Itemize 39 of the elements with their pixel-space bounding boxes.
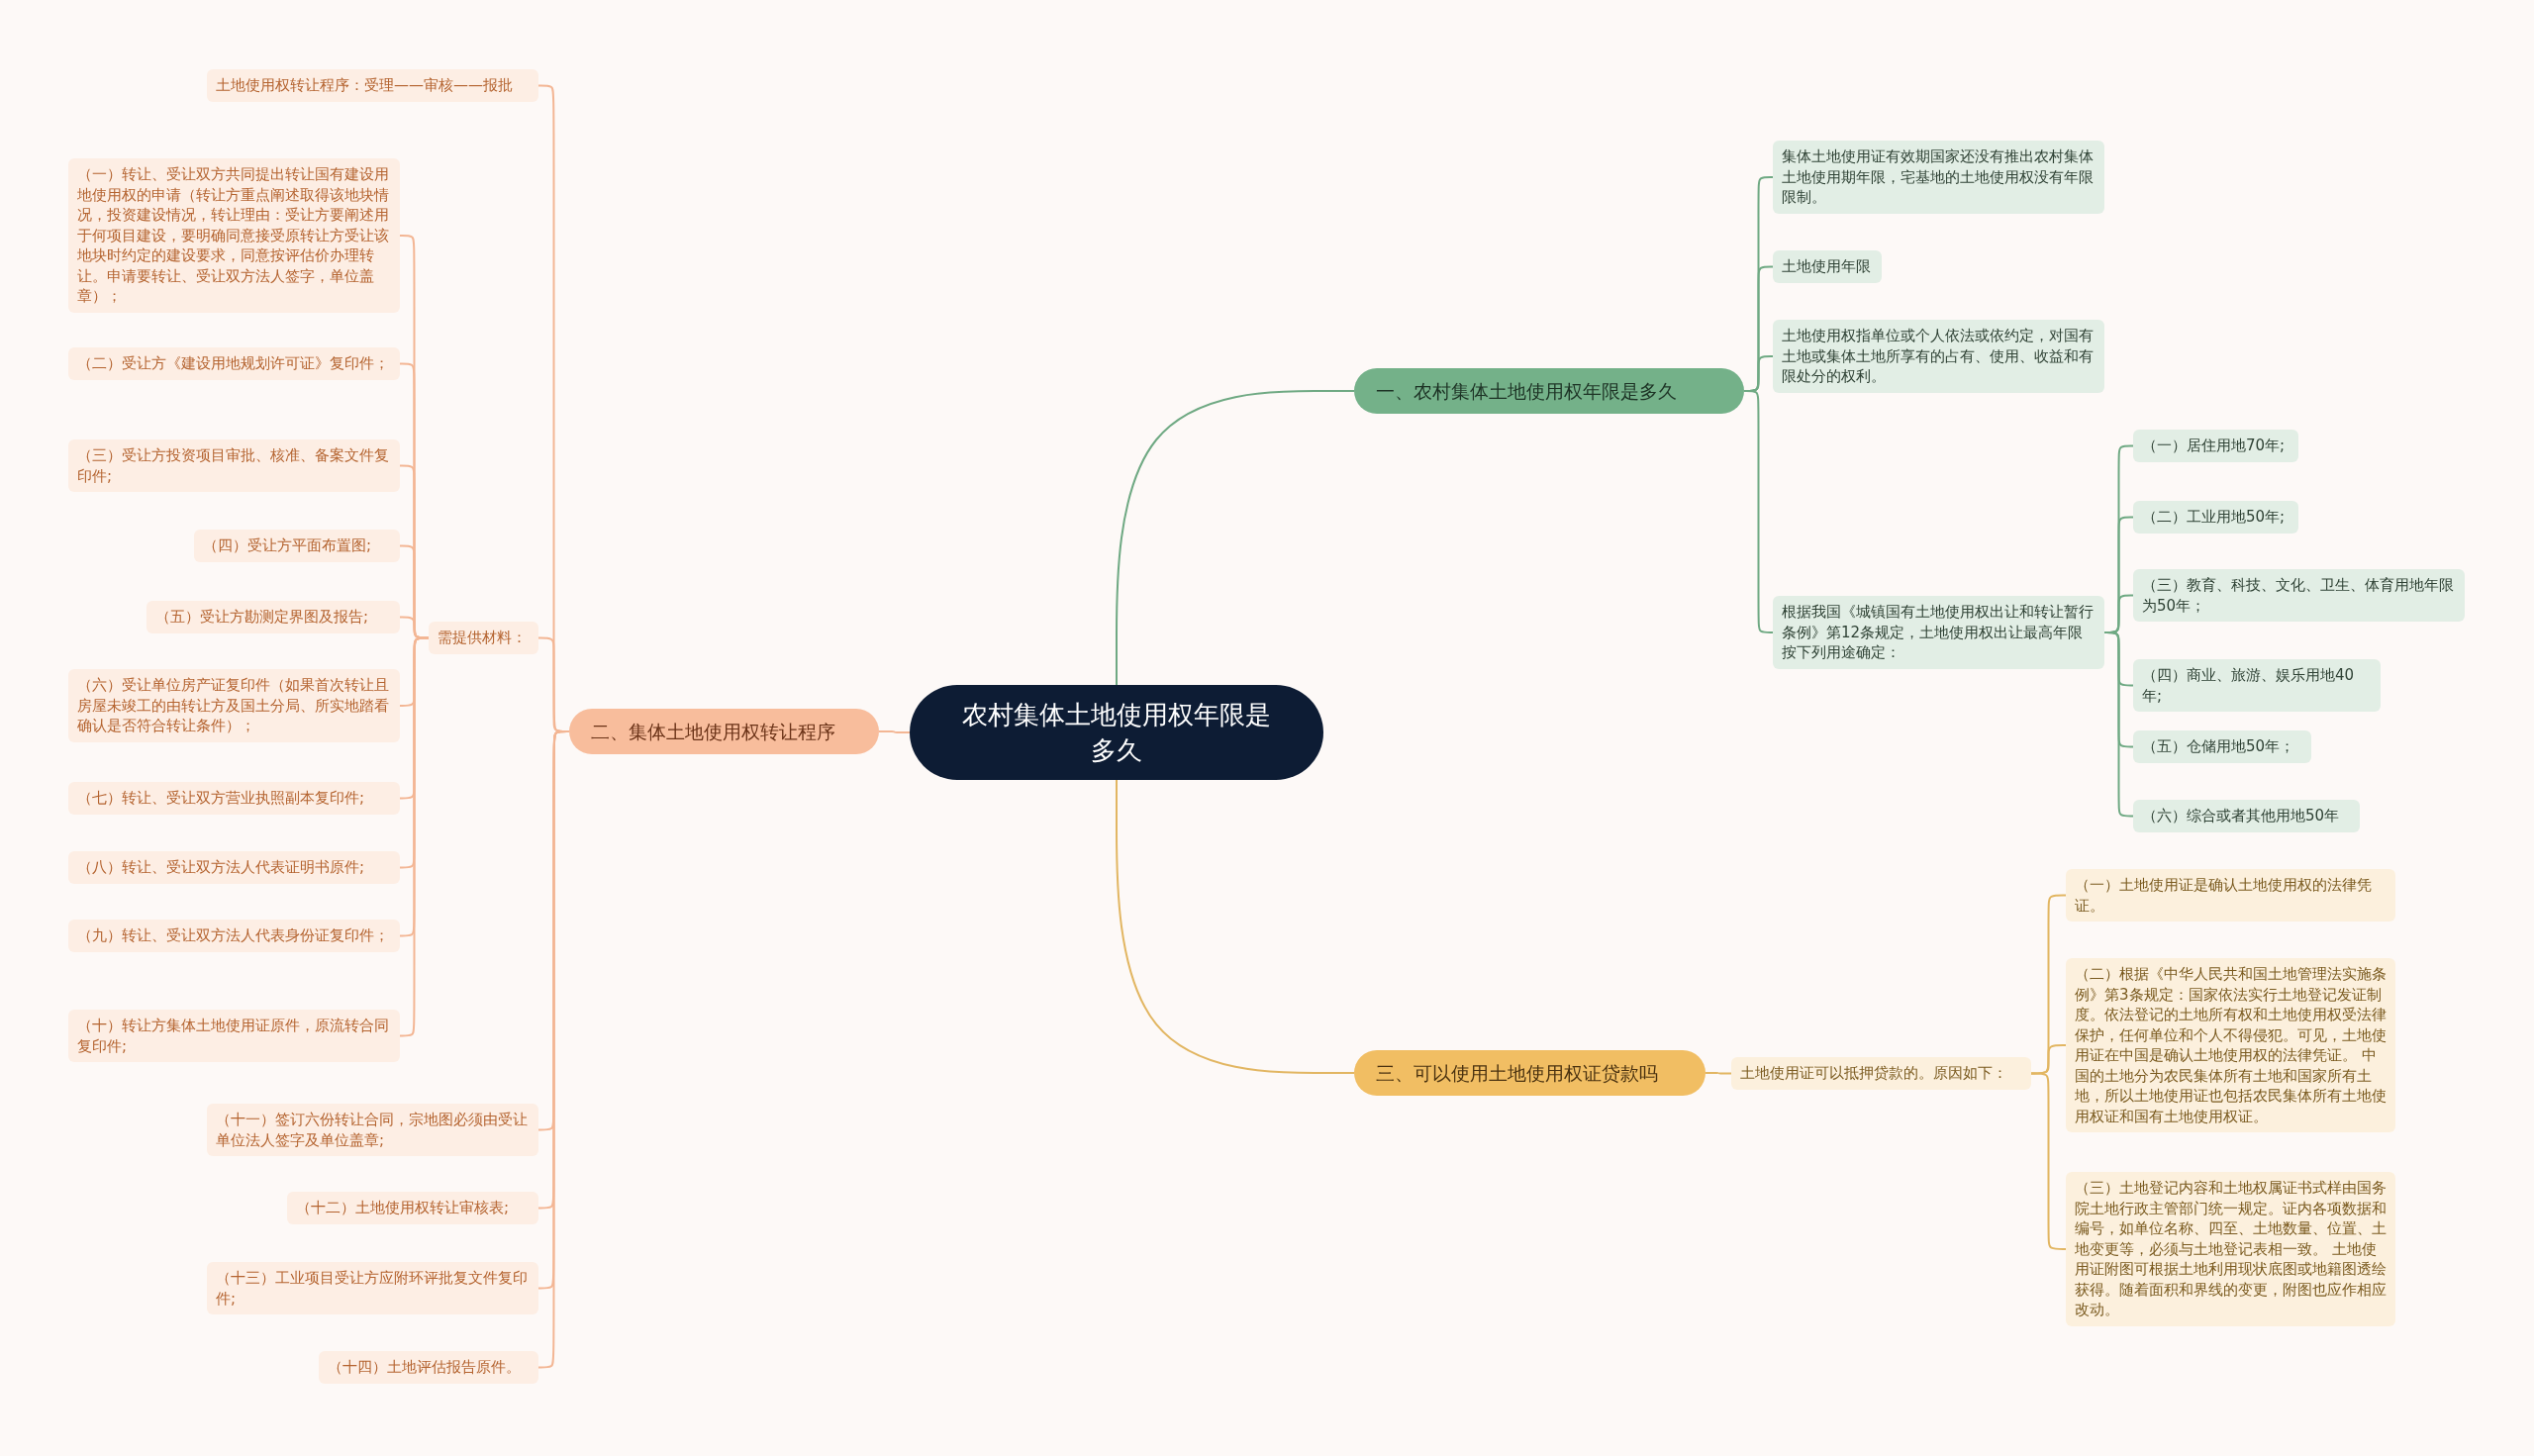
subtopic: （六）受让单位房产证复印件（如果首次转让且房屋未竣工的由转让方及国土分局、所实地踏看确认是否符合转让条件）；	[68, 669, 400, 742]
subtopic: （二）受让方《建设用地规划许可证》复印件；	[68, 347, 400, 380]
subtopic: （十二）土地使用权转让审核表;	[287, 1192, 538, 1224]
connector-line	[399, 616, 430, 639]
subtopic: （四）受让方平面布置图;	[194, 530, 400, 562]
subtopic: （三）教育、科技、文化、卫生、体育用地年限为50年；	[2133, 569, 2465, 622]
subtopic: （六）综合或者其他用地50年	[2133, 800, 2360, 832]
subtopic: （八）转让、受让双方法人代表证明书原件;	[68, 851, 400, 884]
subtopic: （二）根据《中华人民共和国土地管理法实施条例》第3条规定：国家依法实行土地登记发证制度。依法登记的土地所有权和土地使用权受法律保护，任何单位和个人不得侵犯。可见，土地使用证在中国是确认土地使用权的法律凭证。 中国的土地分为农民集体所有土地和国家所有土地，所以土地使用证也包括农民集体所有土地使用权证和国有土地使用权证。	[2066, 958, 2395, 1132]
connector-line	[1116, 390, 1355, 686]
subtopic: 根据我国《城镇国有土地使用权出让和转让暂行条例》第12条规定，土地使用权出让最高年限按下列用途确定：	[1773, 596, 2104, 669]
subtopic: （十）转让方集体土地使用证原件，原流转合同复印件;	[68, 1010, 400, 1062]
subtopic: （一）居住用地70年;	[2133, 430, 2298, 462]
connector-line	[878, 730, 911, 733]
subtopic: （十四）土地评估报告原件。	[319, 1351, 538, 1384]
subtopic: 土地使用年限	[1773, 250, 1882, 283]
subtopic: 土地使用权指单位或个人依法或依约定，对国有土地或集体土地所享有的占有、使用、收益和有限处分的权利。	[1773, 320, 2104, 393]
central-topic: 农村集体土地使用权年限是多久	[910, 685, 1323, 780]
subtopic: （十一）签订六份转让合同，宗地图必须由受让单位法人签字及单位盖章;	[207, 1104, 538, 1156]
branch-topic: 三、可以使用土地使用权证贷款吗	[1354, 1050, 1706, 1096]
subtopic: （十三）工业项目受让方应附环评批复文件复印件;	[207, 1262, 538, 1314]
subtopic: （九）转让、受让双方法人代表身份证复印件；	[68, 920, 400, 952]
subtopic: （五）受让方勘测定界图及报告;	[146, 601, 400, 633]
subtopic: （二）工业用地50年;	[2133, 501, 2298, 534]
subtopic: 集体土地使用证有效期国家还没有推出农村集体土地使用期年限，宅基地的土地使用权没有年限限制。	[1773, 141, 2104, 214]
subtopic: （七）转让、受让双方营业执照副本复印件;	[68, 782, 400, 815]
subtopic: （一）土地使用证是确认土地使用权的法律凭证。	[2066, 869, 2395, 922]
branch-topic: 一、农村集体土地使用权年限是多久	[1354, 368, 1744, 414]
subtopic: （四）商业、旅游、娱乐用地40年;	[2133, 659, 2381, 712]
subtopic: （三）土地登记内容和土地权属证书式样由国务院土地行政主管部门统一规定。证内各项数据和编号，如单位名称、四至、土地数量、位置、土地变更等，必须与土地登记表相一致。 土地使用证附图可根据土地利用现状底图或地籍图透绘获得。随着面积和界线的变更，附图也应作相应改动。	[2066, 1172, 2395, 1326]
connector-line	[1116, 779, 1355, 1074]
subtopic: （三）受让方投资项目审批、核准、备案文件复印件;	[68, 439, 400, 492]
subtopic: （一）转让、受让双方共同提出转让国有建设用地使用权的申请（转让方重点阐述取得该地块情况，投资建设情况，转让理由：受让方要阐述用于何项目建设，要明确同意接受原转让方受让该地块时约定的建设要求，同意按评估价办理转让。申请要转让、受让双方法人签字，单位盖章）；	[68, 158, 400, 313]
subtopic: 土地使用证可以抵押贷款的。原因如下：	[1731, 1057, 2031, 1090]
subtopic: （五）仓储用地50年；	[2133, 730, 2311, 763]
connector-line	[1705, 1072, 1732, 1075]
subtopic: 土地使用权转让程序：受理——审核——报批	[207, 69, 538, 102]
subtopic: 需提供材料：	[429, 622, 538, 654]
branch-topic: 二、集体土地使用权转让程序	[569, 709, 879, 754]
